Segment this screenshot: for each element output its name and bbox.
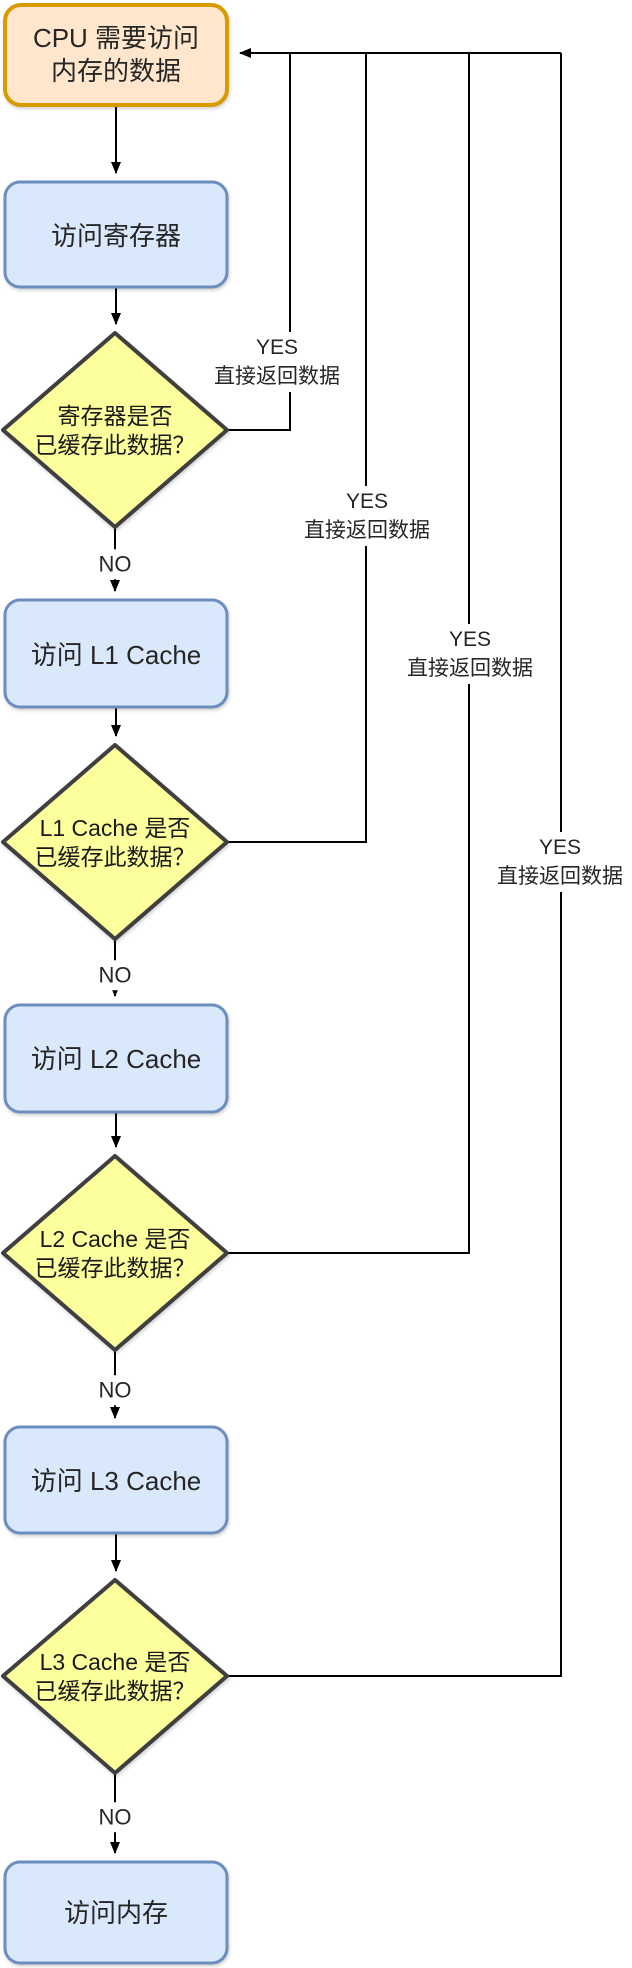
l3-check-label: L3 Cache 是否 已缓存此数据？ [35,1648,196,1706]
yes-label-4: YES 直接返回数据 [494,832,626,892]
yes-label-4-caption: 直接返回数据 [497,865,623,888]
l3-check-label-line2: 已缓存此数据？ [34,1678,196,1704]
l2-node-shape [3,1003,229,1114]
l2-check-label-line2: 已缓存此数据？ [34,1255,196,1281]
l2-check-diamond-shape [1,1154,229,1352]
yes-label-1: YES 直接返回数据 [211,332,343,392]
register-check-diamond-shape [1,331,229,529]
yes-edges [227,48,562,1677]
start-node-label: CPU 需要访问 内存的数据 [33,22,199,88]
l2-check-label-line1: L2 Cache 是否 [39,1226,191,1252]
yes-label-1-text: YES [255,336,299,359]
register-check-label-line1: 寄存器是否 [57,403,173,429]
start-node-label-line2: 内存的数据 [50,56,181,86]
l1-check-label: L1 Cache 是否 已缓存此数据？ [35,814,196,872]
yes-label-2-text: YES [345,490,389,513]
no-label-4: NO [94,1802,136,1832]
l1-check-label-line2: 已缓存此数据？ [34,844,196,870]
l1-node-shape [3,598,229,709]
start-node-label-line1: CPU 需要访问 [32,23,200,53]
l1-node-label: 访问 L1 Cache [30,639,202,670]
yes-label-1-caption: 直接返回数据 [214,365,340,388]
register-check-label-line2: 已缓存此数据？ [34,432,196,458]
no-label-2: NO [94,960,136,990]
l3-check-label-line1: L3 Cache 是否 [39,1649,191,1675]
yes-label-3: YES 直接返回数据 [404,624,536,684]
memory-node-shape [3,1860,229,1965]
start-node-shape [3,3,229,107]
register-check-label: 寄存器是否 已缓存此数据？ [35,402,196,460]
l1-check-label-line1: L1 Cache 是否 [39,815,191,841]
l2-check-label: L2 Cache 是否 已缓存此数据？ [35,1225,196,1283]
register-node-label: 访问寄存器 [50,220,182,251]
l3-node-shape [3,1425,229,1535]
yes-label-3-caption: 直接返回数据 [407,657,533,680]
no-label-1: NO [94,549,136,579]
yes-label-4-text: YES [538,836,582,859]
register-node-shape [3,180,229,289]
edge-yes-l1-check [227,53,367,843]
yes-label-3-text: YES [448,628,492,651]
memory-node-label: 访问内存 [63,1897,169,1928]
yes-label-2: YES 直接返回数据 [301,486,433,546]
l2-node-label: 访问 L2 Cache [30,1043,202,1074]
edge-yes-register-check [227,53,291,431]
l3-check-diamond-shape [1,1578,229,1775]
l1-check-diamond-shape [1,743,229,941]
edge-yes-l2-check [227,53,470,1254]
yes-label-2-caption: 直接返回数据 [304,519,430,542]
no-label-3: NO [94,1375,136,1405]
l3-node-label: 访问 L3 Cache [30,1465,202,1496]
edge-yes-l3-check [227,53,562,1677]
